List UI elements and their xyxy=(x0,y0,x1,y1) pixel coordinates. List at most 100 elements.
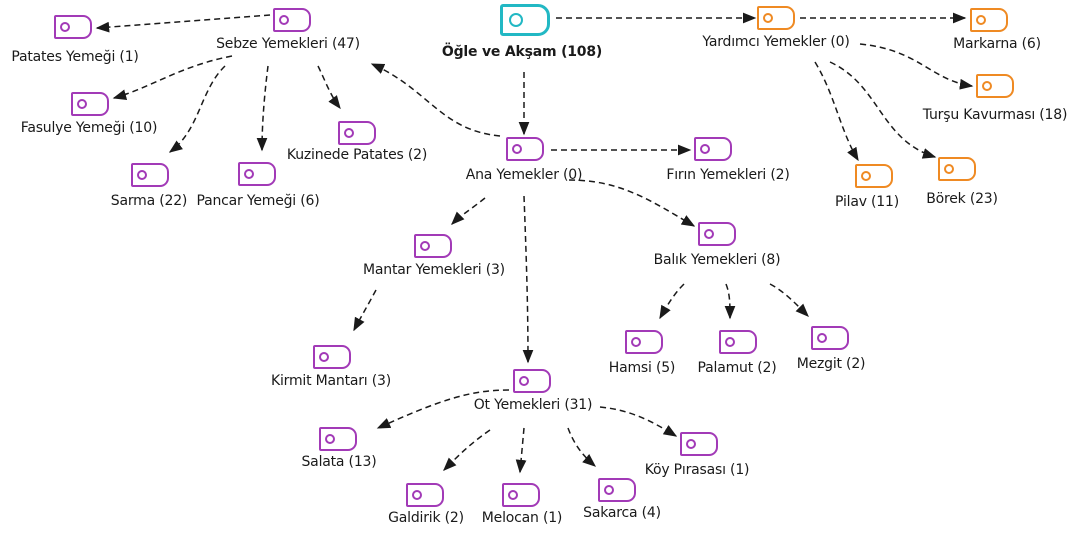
node-root-folder-icon[interactable] xyxy=(500,4,550,36)
edge-sebze-to-sarma xyxy=(168,65,226,153)
node-mezgit-folder-icon[interactable] xyxy=(811,326,849,350)
node-pancar-label: Pancar Yemeği (6) xyxy=(196,193,320,209)
edge-ana-to-ot xyxy=(522,195,534,364)
circle-icon xyxy=(861,171,871,181)
circle-icon xyxy=(319,352,329,362)
node-pilav-folder-icon[interactable] xyxy=(855,164,893,188)
circle-icon xyxy=(944,164,954,174)
node-sebze-label: Sebze Yemekleri (47) xyxy=(216,36,360,52)
node-ana-folder-icon[interactable] xyxy=(506,137,544,161)
node-pancar-folder-icon[interactable] xyxy=(238,162,276,186)
node-koy-label: Köy Pırasası (1) xyxy=(644,462,750,478)
circle-icon xyxy=(631,337,641,347)
edge-sebze-to-kuzinede xyxy=(317,65,341,110)
edge-balik-to-palamut xyxy=(724,283,736,320)
circle-icon xyxy=(420,241,430,251)
edge-ana-to-sebze xyxy=(370,63,501,137)
circle-icon xyxy=(325,434,335,444)
node-sarma-label: Sarma (22) xyxy=(110,193,188,209)
node-salata-label: Salata (13) xyxy=(301,454,377,470)
circle-icon xyxy=(519,376,529,386)
node-patates-folder-icon[interactable] xyxy=(54,15,92,39)
node-hamsi-folder-icon[interactable] xyxy=(625,330,663,354)
node-borek-label: Börek (23) xyxy=(926,191,998,207)
node-tursu-folder-icon[interactable] xyxy=(976,74,1014,98)
circle-icon xyxy=(509,13,523,27)
circle-icon xyxy=(244,169,254,179)
node-palamut-folder-icon[interactable] xyxy=(719,330,757,354)
node-melocan-label: Melocan (1) xyxy=(481,510,563,526)
node-root-label: Öğle ve Akşam (108) xyxy=(441,44,603,60)
circle-icon xyxy=(725,337,735,347)
node-salata-folder-icon[interactable] xyxy=(319,427,357,451)
circle-icon xyxy=(344,128,354,138)
circle-icon xyxy=(976,15,986,25)
node-fasulye-label: Fasulye Yemeği (10) xyxy=(20,120,158,136)
edge-ot-to-koy xyxy=(599,406,678,437)
node-borek-folder-icon[interactable] xyxy=(938,157,976,181)
circle-icon xyxy=(604,485,614,495)
node-mantar-folder-icon[interactable] xyxy=(414,234,452,258)
circle-icon xyxy=(60,22,70,32)
node-yardimci-label: Yardımcı Yemekler (0) xyxy=(702,34,850,50)
node-pilav-label: Pilav (11) xyxy=(835,194,899,210)
node-koy-folder-icon[interactable] xyxy=(680,432,718,456)
circle-icon xyxy=(508,490,518,500)
node-sarma-folder-icon[interactable] xyxy=(131,163,169,187)
circle-icon xyxy=(77,99,87,109)
circle-icon xyxy=(982,81,992,91)
edge-ot-to-melocan xyxy=(515,427,527,474)
edge-ot-to-galdirik xyxy=(443,429,491,471)
node-ot-label: Ot Yemekleri (31) xyxy=(473,397,593,413)
node-sebze-folder-icon[interactable] xyxy=(273,8,311,32)
node-mezgit-label: Mezgit (2) xyxy=(796,356,866,372)
edge-sebze-to-fasulye xyxy=(112,55,233,100)
node-firin-folder-icon[interactable] xyxy=(694,137,732,161)
edge-yardimci-to-pilav xyxy=(814,61,859,162)
edge-balik-to-mezgit xyxy=(769,283,809,317)
node-kirmit-label: Kirmit Mantarı (3) xyxy=(271,373,391,389)
circle-icon xyxy=(704,229,714,239)
circle-icon xyxy=(686,439,696,449)
node-yardimci-folder-icon[interactable] xyxy=(757,6,795,30)
node-patates-label: Patates Yemeği (1) xyxy=(11,49,139,65)
node-sakarca-folder-icon[interactable] xyxy=(598,478,636,502)
node-markarna-label: Markarna (6) xyxy=(953,36,1041,52)
circle-icon xyxy=(137,170,147,180)
edge-ot-to-salata xyxy=(376,389,510,429)
node-fasulye-folder-icon[interactable] xyxy=(71,92,109,116)
circle-icon xyxy=(700,144,710,154)
node-markarna-folder-icon[interactable] xyxy=(970,8,1008,32)
node-hamsi-label: Hamsi (5) xyxy=(608,360,676,376)
node-balik-folder-icon[interactable] xyxy=(698,222,736,246)
edge-balik-to-hamsi xyxy=(659,283,685,320)
node-kuzinede-label: Kuzinede Patates (2) xyxy=(286,147,428,163)
circle-icon xyxy=(512,144,522,154)
node-tursu-label: Turşu Kavurması (18) xyxy=(922,107,1068,123)
node-sakarca-label: Sakarca (4) xyxy=(583,505,661,521)
edge-ana-to-balik xyxy=(568,179,696,227)
node-mantar-label: Mantar Yemekleri (3) xyxy=(363,262,505,278)
node-melocan-folder-icon[interactable] xyxy=(502,483,540,507)
circle-icon xyxy=(817,333,827,343)
edge-yardimci-to-borek xyxy=(829,61,937,159)
node-palamut-label: Palamut (2) xyxy=(697,360,777,376)
node-ana-label: Ana Yemekler (0) xyxy=(465,167,583,183)
node-galdirik-label: Galdirik (2) xyxy=(388,510,464,526)
edge-ana-to-mantar xyxy=(451,197,486,225)
node-kuzinede-folder-icon[interactable] xyxy=(338,121,376,145)
edge-mantar-to-kirmit xyxy=(353,289,377,332)
edge-sebze-to-pancar xyxy=(256,65,269,152)
circle-icon xyxy=(763,13,773,23)
node-galdirik-folder-icon[interactable] xyxy=(406,483,444,507)
edge-ot-to-sakarca xyxy=(567,427,597,467)
node-balik-label: Balık Yemekleri (8) xyxy=(653,252,781,268)
circle-icon xyxy=(279,15,289,25)
edge-sebze-to-patates xyxy=(95,14,271,33)
circle-icon xyxy=(412,490,422,500)
node-firin-label: Fırın Yemekleri (2) xyxy=(666,167,790,183)
node-kirmit-folder-icon[interactable] xyxy=(313,345,351,369)
node-ot-folder-icon[interactable] xyxy=(513,369,551,393)
